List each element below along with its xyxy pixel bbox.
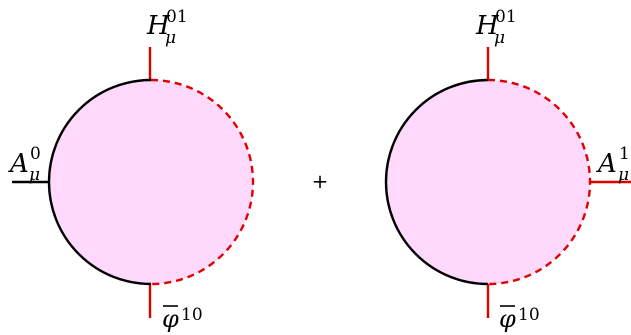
diagram-2-side-label-sub: μ	[618, 165, 629, 185]
plus-operator: +	[312, 169, 329, 193]
diagram-1-top-label-sub: μ	[165, 28, 176, 48]
diagram-1-dashed-arc	[150, 78, 255, 286]
diagram-2-blob	[386, 80, 590, 284]
diagram-2-bottom-label: φ	[499, 305, 516, 333]
diagram-2-top-label-sub: μ	[494, 28, 505, 48]
diagram-1-side-label-sub: μ	[29, 165, 40, 185]
diagram-1-bottom-label: φ	[162, 305, 179, 333]
diagram-1-side-label: A	[8, 149, 29, 179]
diagram-1-top-label: H	[146, 11, 171, 41]
diagram-1-top-label-sup: 01	[166, 7, 188, 27]
diagram-2-dashed-arc	[487, 78, 592, 286]
diagram-2-solid-arc	[384, 78, 489, 286]
diagram-2-bottom-label-sup: 10	[518, 305, 540, 325]
diagram-2-side-label: A	[596, 149, 617, 179]
diagram-2: H 01 μ A 1 μ φ 10	[384, 7, 631, 333]
diagram-2-side-label-sup: 1	[619, 144, 630, 164]
diagram-1-bottom-label-sup: 10	[181, 305, 203, 325]
diagram-1-solid-arc	[47, 78, 152, 286]
diagram-2-top-label-sup: 01	[495, 7, 517, 27]
diagram-1-side-label-sup: 0	[30, 144, 41, 164]
diagram-2-top-label: H	[475, 11, 500, 41]
diagram-1: H 01 μ A 0 μ φ 10	[8, 7, 255, 333]
diagram-1-blob	[49, 80, 253, 284]
